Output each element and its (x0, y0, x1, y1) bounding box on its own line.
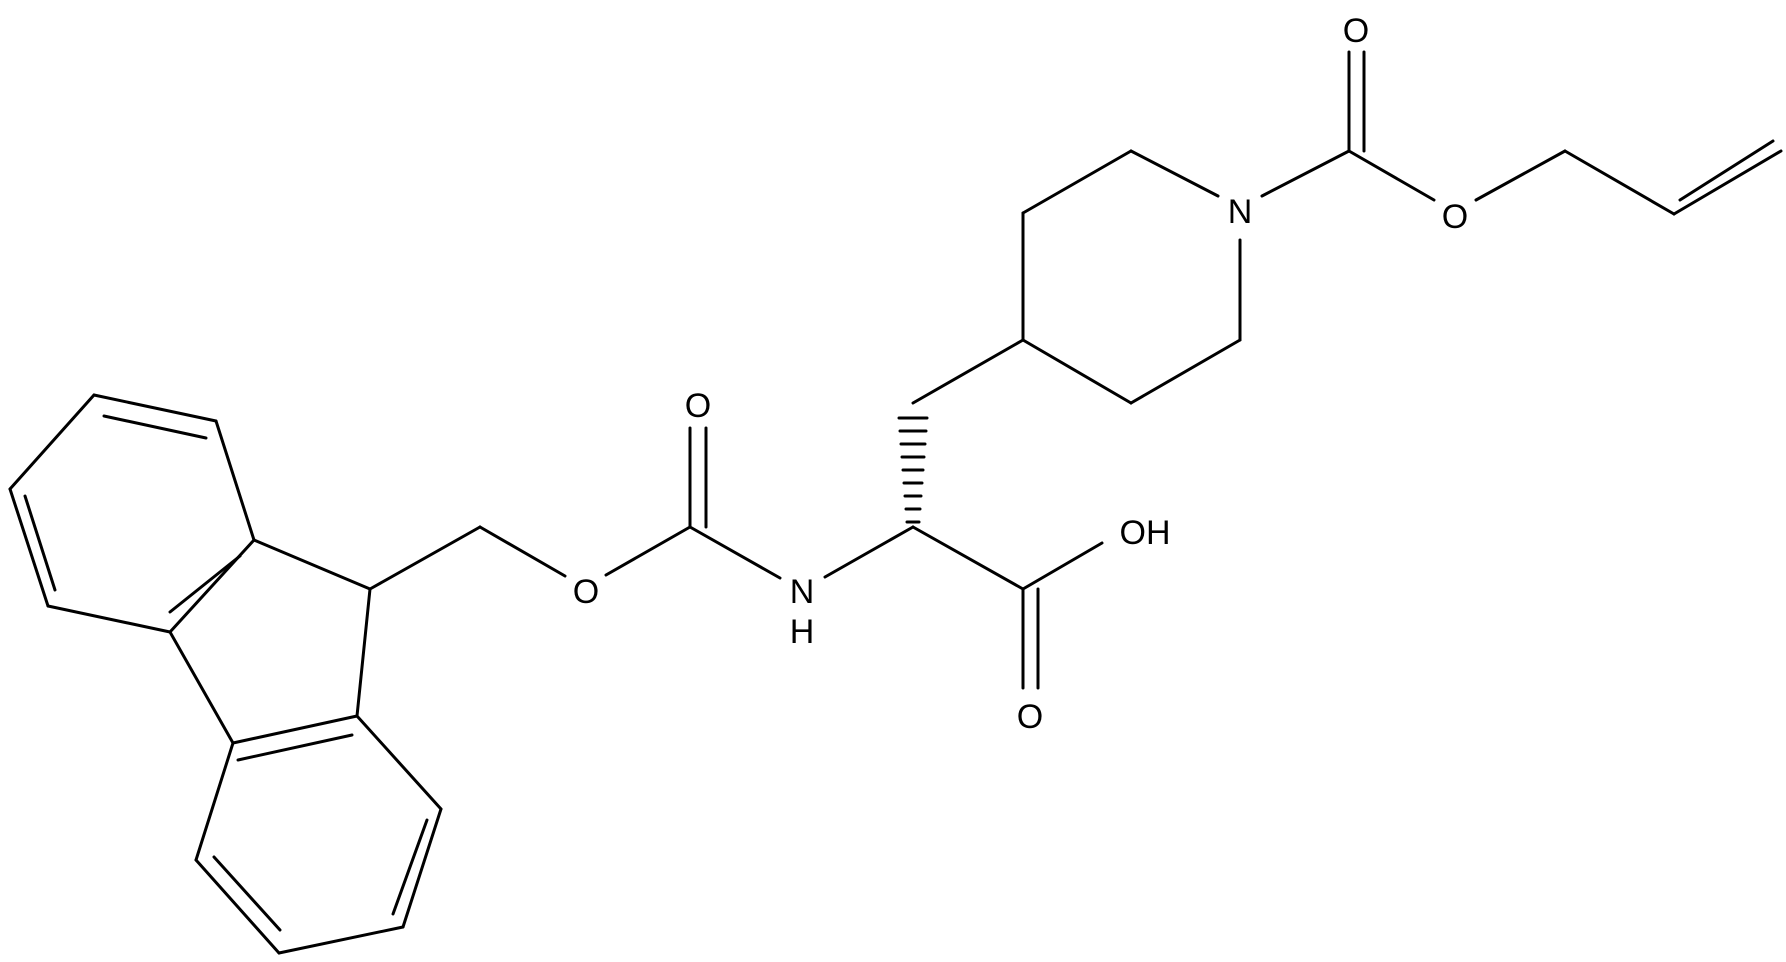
bond (401, 807, 443, 929)
bond (168, 630, 235, 745)
bond (1021, 149, 1133, 215)
bond (277, 925, 405, 955)
carbamate-group (368, 426, 915, 591)
atom-n-amide: N (790, 573, 815, 611)
bond (23, 494, 57, 592)
bond (688, 525, 782, 580)
atom-h-amide: H (790, 613, 815, 651)
bond (8, 487, 50, 608)
bond (1021, 338, 1133, 405)
bond (1129, 338, 1242, 405)
alloc-group (1260, 50, 1783, 216)
bond (355, 714, 443, 811)
atom-oh-acid: OH (1120, 514, 1171, 552)
atom-n-piperidine: N (1228, 193, 1253, 231)
bond (1678, 139, 1775, 202)
bond (1672, 149, 1783, 216)
piperidine-group (1021, 149, 1242, 405)
bond (911, 525, 1025, 591)
bond (391, 818, 429, 916)
atom-o-allyl-ester: O (1442, 198, 1468, 236)
bond (1474, 149, 1567, 202)
bond (355, 587, 372, 718)
atom-labels: O N O OH O O N H O (573, 12, 1468, 736)
atom-o-acid-carbonyl: O (1017, 698, 1043, 736)
hashed-wedge-bond (897, 416, 929, 524)
bond (168, 554, 242, 614)
bond (823, 525, 915, 579)
bond (46, 604, 172, 634)
bond (1347, 149, 1436, 202)
bond (1563, 149, 1676, 216)
atom-o-carbamate-ester: O (573, 573, 599, 611)
backbone-group (897, 338, 1104, 690)
bond (8, 393, 96, 491)
bond (212, 855, 282, 932)
bond (236, 733, 354, 762)
atom-o-carbonyl-top: O (1343, 12, 1369, 50)
bond (194, 858, 281, 955)
bond (1129, 149, 1220, 198)
bond (1021, 541, 1104, 591)
bond (478, 525, 567, 578)
bond (231, 714, 359, 745)
bond (604, 525, 692, 577)
bond (194, 741, 235, 862)
atom-o-carbamate-carbonyl: O (685, 387, 711, 425)
bond (911, 338, 1025, 405)
bond (368, 525, 482, 591)
bond (214, 419, 256, 542)
bond (92, 393, 218, 423)
bond (1260, 149, 1351, 198)
fluorene-group (8, 393, 443, 955)
bond (102, 414, 208, 440)
bond (168, 538, 256, 634)
bond (252, 538, 372, 591)
